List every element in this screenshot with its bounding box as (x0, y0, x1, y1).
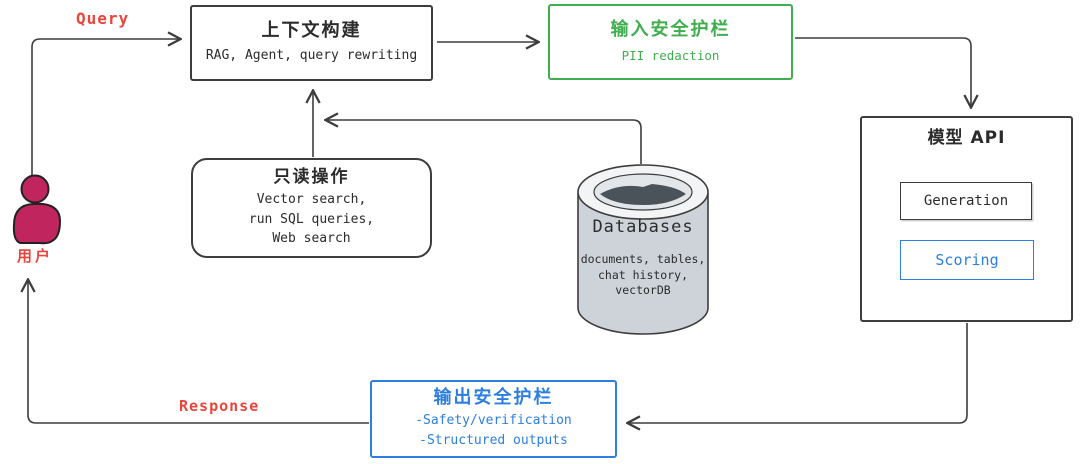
output-guardrail-line: -Structured outputs (419, 432, 568, 448)
output-guardrail-node: 输出安全护栏 -Safety/verification -Structured … (370, 380, 617, 458)
query-edge-label: Query (76, 9, 130, 28)
databases-node: Databases documents, tables, chat histor… (578, 217, 708, 299)
output-guardrail-title: 输出安全护栏 (433, 387, 554, 409)
databases-line: vectorDB (615, 283, 671, 298)
input-guardrail-title: 输入安全护栏 (610, 19, 731, 41)
readonly-ops-title: 只读操作 (273, 167, 350, 188)
readonly-ops-line: Web search (272, 231, 351, 247)
user-label: 用户 (17, 247, 54, 265)
edge-databases-to-context (326, 120, 642, 164)
readonly-ops-lines: Vector search, run SQL queries, Web sear… (249, 190, 374, 249)
databases-title: Databases (592, 217, 694, 237)
model-api-node: 模型 API Generation Scoring (860, 116, 1073, 322)
databases-line: documents, tables, (580, 252, 706, 266)
edge-user-to-context (31, 39, 180, 176)
edge-model-to-output-guardrail (628, 323, 968, 423)
generation-box: Generation (900, 182, 1032, 220)
input-guardrail-subtitle: PII redaction (621, 47, 720, 63)
model-api-title: 模型 API (927, 128, 1006, 148)
databases-lines: documents, tables, chat history, vectorD… (578, 252, 708, 299)
generation-label: Generation (923, 193, 1009, 209)
edge-output-guardrail-to-user (28, 280, 369, 424)
context-builder-subtitle: RAG, Agent, query rewriting (205, 48, 418, 64)
readonly-ops-line: Vector search, (256, 192, 367, 208)
input-guardrail-node: 输入安全护栏 PII redaction (548, 4, 793, 80)
output-guardrail-lines: -Safety/verification -Structured outputs (415, 411, 572, 451)
readonly-ops-line: run SQL queries, (248, 211, 375, 227)
context-builder-title: 上下文构建 (261, 19, 362, 41)
output-guardrail-line: -Safety/verification (415, 412, 572, 428)
databases-line: chat history, (597, 267, 688, 282)
response-edge-label: Response (179, 397, 260, 415)
context-builder-node: 上下文构建 RAG, Agent, query rewriting (190, 5, 433, 81)
edge-input-guardrail-to-model (795, 37, 971, 107)
readonly-ops-node: 只读操作 Vector search, run SQL queries, Web… (191, 158, 432, 258)
scoring-box: Scoring (900, 240, 1034, 280)
scoring-label: Scoring (935, 251, 999, 269)
database-cylinder-icon (577, 164, 709, 335)
user-icon (12, 174, 62, 245)
